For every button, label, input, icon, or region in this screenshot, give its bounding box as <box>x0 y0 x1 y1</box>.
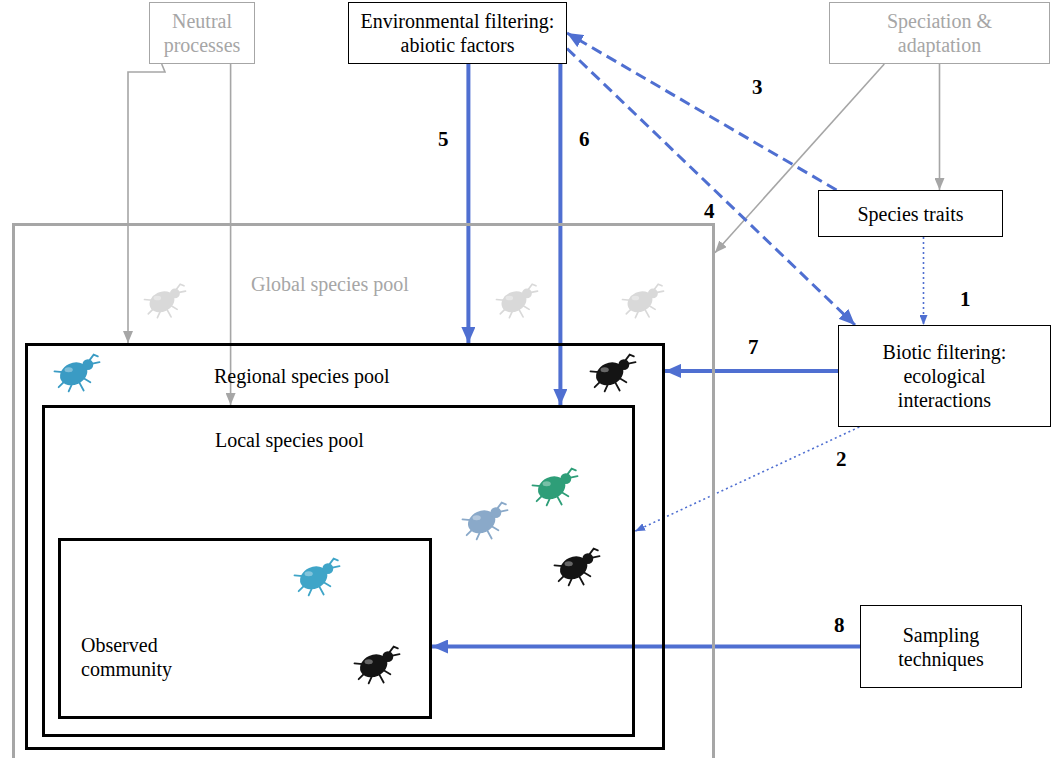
species-pool: Regional species poolLocal species poolO… <box>25 343 665 750</box>
process-box: Species traits <box>818 190 1003 237</box>
box-label: Sampling techniques <box>886 623 996 671</box>
pool-label: Local species pool <box>215 428 364 452</box>
beetle-icon <box>591 355 636 392</box>
box-label: Speciation & adaptation <box>870 9 1010 57</box>
callout-number: 6 <box>577 128 592 151</box>
beetle-icon <box>533 469 578 506</box>
community-box: Observed community <box>58 538 432 719</box>
connector-arrow <box>230 64 232 405</box>
connector-arrow <box>567 49 855 326</box>
box-label: Species traits <box>857 202 963 226</box>
connector-arrow <box>466 64 470 343</box>
callout-number: 5 <box>436 128 451 151</box>
beetle-icon <box>295 559 340 596</box>
callout-number: 4 <box>702 200 717 223</box>
beetle-icon <box>355 647 400 684</box>
connector-arrow <box>939 64 941 190</box>
process-box: Neutral processes <box>149 2 255 64</box>
species-pool: Local species poolObserved community <box>42 405 635 737</box>
connector-arrow <box>665 369 838 373</box>
connector-arrow <box>128 64 165 343</box>
callout-number: 1 <box>958 288 973 311</box>
box-label: Environmental filtering: abiotic factors <box>355 9 560 57</box>
beetle-icon <box>463 503 508 540</box>
pool-label: Regional species pool <box>214 364 390 388</box>
beetle-icon <box>144 284 185 317</box>
connector-arrow <box>635 427 859 531</box>
connector-arrow <box>558 64 562 405</box>
process-box: Biotic filtering: ecological interaction… <box>838 325 1051 427</box>
callout-number: 7 <box>746 336 761 359</box>
beetle-icon <box>622 284 663 317</box>
beetle-icon <box>496 284 537 317</box>
callout-number: 3 <box>750 76 765 99</box>
connector-arrow <box>567 33 837 190</box>
box-label: Neutral processes <box>156 9 248 57</box>
connector-arrow <box>923 237 925 325</box>
species-pool: Global species poolRegional species pool… <box>12 223 715 758</box>
pool-label: Global species pool <box>251 272 409 296</box>
callout-number: 2 <box>834 448 849 471</box>
pool-label: Observed community <box>81 633 201 681</box>
process-box: Sampling techniques <box>860 605 1022 688</box>
beetle-icon <box>55 355 100 392</box>
callout-number: 8 <box>832 614 847 637</box>
process-box: Environmental filtering: abiotic factors <box>348 2 567 64</box>
process-box: Speciation & adaptation <box>829 2 1050 64</box>
box-label: Biotic filtering: ecological interaction… <box>860 340 1030 412</box>
connector-arrow <box>432 645 860 649</box>
beetle-icon <box>555 549 600 586</box>
